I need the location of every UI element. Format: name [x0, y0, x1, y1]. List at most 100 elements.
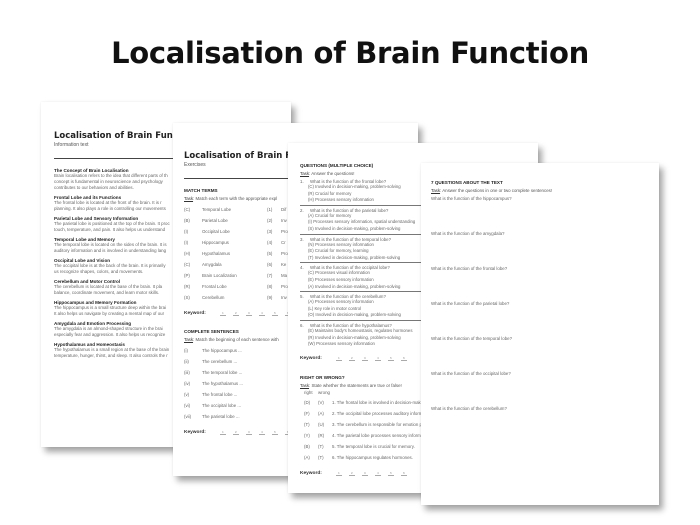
mc-option: (E) Crucial for memory, learning	[308, 248, 369, 254]
section-heading: The Concept of Brain Localisation	[54, 168, 129, 173]
main-title: Localisation of Brain Function	[111, 36, 589, 70]
match-definition: Ke	[281, 262, 287, 267]
sentence-start: The temporal lobe ...	[202, 370, 243, 375]
page1-title: Localisation of Brain Function	[54, 131, 197, 141]
right-option: (T)	[304, 421, 310, 427]
mc-option: (E) Processes sensory information	[308, 276, 374, 282]
match-letter: (C)	[184, 207, 191, 212]
match-number: (3)	[267, 229, 273, 234]
mc-option: (A) Crucial for memory	[308, 212, 352, 218]
section-text: balance, coordinate movement, and learn …	[54, 290, 160, 295]
keyword-slot: 2	[232, 430, 239, 435]
right-option: (F)	[304, 410, 310, 416]
match-row: (H)Hypothalamus(5)Pro	[184, 248, 418, 259]
keyword-slot: 4	[258, 311, 265, 316]
sentence-row: (i)The hippocampus ...	[184, 345, 418, 356]
keyword-slot: 4	[258, 430, 265, 435]
match-row: (S)Cerebellum(9)Inv	[184, 292, 418, 303]
match-row: (I) Occipital Lobe (3) Pro	[184, 226, 418, 237]
right-option: (A)	[304, 454, 310, 460]
keyword-slot: 4	[374, 356, 381, 361]
open-q-task: Task: Answer the questions in one or two…	[431, 188, 553, 193]
mc-question: 3.What is the function of the temporal l…	[300, 237, 526, 242]
section-text: concept is fundamental in neuroscience a…	[54, 179, 163, 184]
keyword-slot: 2	[348, 356, 355, 361]
wrong-option: (U)	[318, 421, 325, 427]
match-definition: Cr	[281, 240, 286, 245]
open-question: What is the function of the amygdala?	[431, 231, 505, 236]
mc-option: (H) Processes sensory information	[308, 197, 374, 203]
statement: 3. The cerebellum is responsible for emo…	[332, 421, 442, 427]
sentence-start: The cerebellum ...	[202, 359, 238, 364]
keyword-slot: 6	[400, 356, 407, 361]
match-letter: (B)	[184, 218, 190, 223]
section-text: The parietal lobe is positioned at the t…	[54, 221, 170, 226]
section-heading: Temporal Lobe and Memory	[54, 237, 115, 242]
match-letter: (I)	[184, 229, 189, 234]
match-term: Occipital Lobe	[202, 229, 230, 234]
match-number: (7)	[267, 273, 273, 278]
match-definition: Inv	[281, 218, 287, 223]
open-q-heading: 7 QUESTIONS ABOUT THE TEXT	[431, 180, 503, 185]
section-text: The hypothalamus is a small region at th…	[54, 347, 170, 352]
complete-heading: COMPLETE SENTENCES	[184, 329, 239, 334]
question-divider	[300, 204, 526, 206]
right-option: (B)	[304, 443, 310, 449]
rw-row: (B)(T)5. The temporal lobe is crucial fo…	[300, 441, 526, 452]
sentence-number: (iii)	[184, 370, 190, 375]
match-term: Amygdala	[202, 262, 222, 267]
keyword-slot: 1	[219, 430, 226, 435]
section-heading: Parietal Lobe and Sensory Information	[54, 216, 139, 221]
match-row: (R)Frontal Lobe(8)Pro	[184, 281, 418, 292]
keyword-slot: 5	[387, 356, 394, 361]
sentence-number: (iv)	[184, 381, 191, 386]
match-term: Hippocampus	[202, 240, 229, 245]
section-text: The cerebellum is located at the base of…	[54, 284, 163, 289]
sentence-number: (i)	[184, 348, 188, 353]
section-heading: Frontal Lobe and its Functions	[54, 195, 122, 200]
open-question: What is the function of the frontal lobe…	[431, 266, 508, 271]
match-definition: Pro	[281, 229, 288, 234]
section-heading: Cerebellum and Motor Control	[54, 279, 121, 284]
question-divider	[300, 233, 526, 235]
match-definition: Pro	[281, 251, 288, 256]
question-text: What is the function of the parietal lob…	[310, 207, 389, 213]
match-number: (8)	[267, 284, 273, 289]
sentence-number: (ii)	[184, 359, 189, 364]
rw-list: (D)(V)1. The frontal lobe is involved in…	[300, 397, 526, 463]
sentence-start: The hypothalamus ...	[202, 381, 244, 386]
mc-option: (A) Involved in decision-making, problem…	[308, 283, 401, 289]
match-term: Brain Localization	[202, 273, 237, 278]
match-row: (P)Brain Localization(7)Ma	[184, 270, 418, 281]
statement: 1. The frontal lobe is involved in decis…	[332, 399, 428, 405]
keyword-slot: 1	[335, 356, 342, 361]
match-row: (C)Amygdala(6)Ke	[184, 259, 418, 270]
sentence-number: (vi)	[184, 403, 191, 408]
mc-option: (W) Processes sensory information	[308, 341, 375, 347]
mc-option: (E) Maintains body's homeostasis, regula…	[308, 327, 413, 333]
question-number: 6.	[300, 322, 304, 328]
mc-option: (S) Involved in decision-making, problem…	[308, 225, 401, 231]
question-text: What is the function of the hypothalamus…	[310, 322, 392, 328]
rw-row: (T) (U) 3. The cerebellum is responsible f…	[300, 419, 526, 430]
match-definition: Pro	[281, 284, 288, 289]
mc-heading: QUESTIONS (MULTIPLE CHOICE)	[300, 163, 374, 168]
question-text: What is the function of the frontal lobe…	[310, 179, 387, 184]
match-row: (I)Hippocampus(4)Cr	[184, 237, 418, 248]
section-text: touch, temperature, and pain. It also he…	[54, 227, 166, 232]
match-row: (B)Parietal Lobe(2)Inv	[184, 215, 418, 226]
divider	[54, 158, 281, 159]
sentence-number: (vii)	[184, 414, 192, 419]
rw-row: (A)(T)6. The hippocampus regulates hormo…	[300, 452, 526, 463]
match-term: Temporal Lobe	[202, 207, 232, 212]
section-text: auditory information and is involved in …	[54, 248, 167, 253]
statement: 4. The parietal lobe processes sensory i…	[332, 432, 432, 438]
mc-questions: 1.What is the function of the frontal lo…	[300, 179, 526, 348]
question-number: 5.	[300, 294, 304, 300]
mc-option: (C) Processes visual information	[308, 270, 370, 276]
keyword-slot: 6	[284, 311, 291, 316]
mc-task: Task: Answer the questions!	[300, 171, 355, 176]
